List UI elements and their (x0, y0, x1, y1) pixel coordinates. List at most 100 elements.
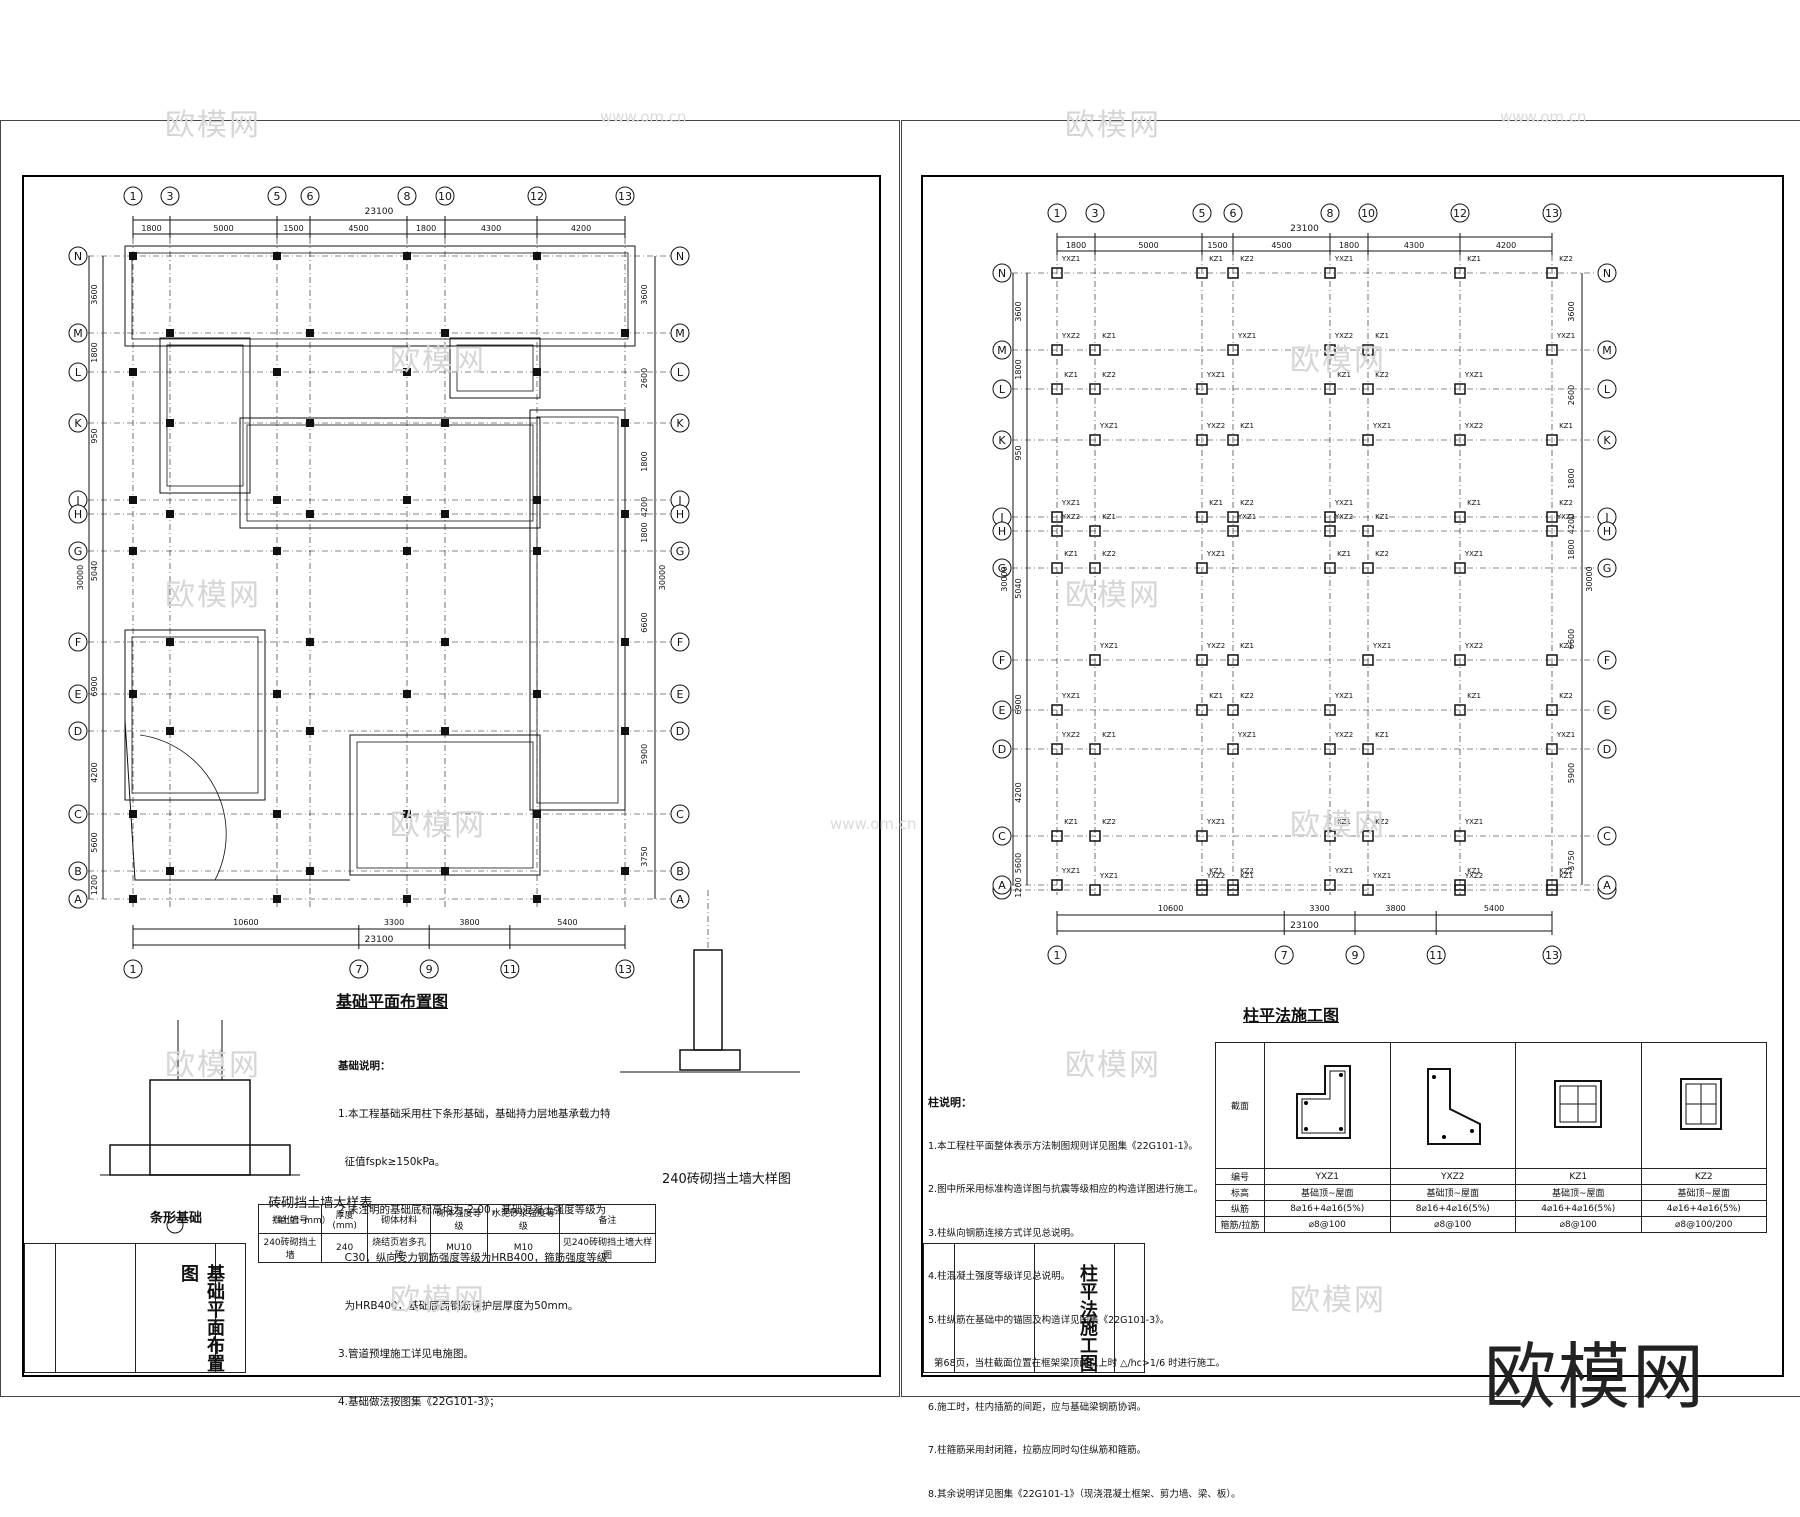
column-marker (1196, 511, 1208, 523)
foundation-strip-east-inner (536, 416, 619, 804)
table-cell: 基础顶~屋面 (1515, 1184, 1642, 1201)
column-label-text: YXZ1 (1334, 867, 1353, 875)
watermark: 欧模网 (1290, 808, 1386, 843)
top-axis-bubble (1192, 203, 1212, 223)
top-axis-bubble-label: 3 (167, 190, 174, 203)
column-label-text: KZ2 (1559, 867, 1573, 875)
right-axis-bubble (670, 541, 690, 561)
right-axis-bubble (670, 362, 690, 382)
column-label-text: YXZ1 (1334, 692, 1353, 700)
right-dimension-text: 4200 (640, 497, 649, 517)
column-marker (533, 690, 541, 698)
left-title-block: 基础平面布置图 (24, 1243, 246, 1373)
right-dimension-text: 1800 (1567, 468, 1576, 488)
column-label-text: YXZ1 (1556, 332, 1575, 340)
left-axis-bubble-label: E (999, 704, 1006, 717)
right-axis-bubble (1597, 379, 1617, 399)
column-marker (1196, 267, 1208, 279)
column-marker (1227, 434, 1239, 446)
column-marker (306, 510, 314, 518)
right-dimension-text: 3750 (640, 846, 649, 866)
table-cell: MU10 (430, 1233, 488, 1263)
column-label-text: KZ1 (1209, 867, 1223, 875)
column-marker (1196, 434, 1208, 446)
column-marker (1546, 434, 1558, 446)
right-axis-bubble-label: K (1603, 434, 1611, 447)
column-label-text: YXZ2 (1464, 872, 1483, 880)
column-marker (1089, 525, 1101, 537)
top-axis-bubble (615, 186, 635, 206)
column-label-text: YXZ1 (1464, 550, 1483, 558)
left-axis-bubble (992, 340, 1012, 360)
right-dimension-text: 6600 (640, 612, 649, 632)
top-axis-bubble (300, 186, 320, 206)
bottom-axis-bubble (1274, 945, 1294, 965)
column-marker (1362, 383, 1374, 395)
right-axis-bubble (1597, 263, 1617, 283)
right-axis-bubble (1597, 558, 1617, 578)
left-axis-bubble (992, 875, 1012, 895)
watermark: 欧模网 (165, 108, 261, 143)
total-width-text: 23100 (1290, 921, 1319, 931)
column-marker (1324, 879, 1336, 891)
column-label-text: YXZ1 (1099, 642, 1118, 650)
column-marker (441, 727, 449, 735)
bottom-axis-bubble-label: 1 (1054, 949, 1061, 962)
column-marker (273, 547, 281, 555)
table-cell: 4⌀16+4⌀16(5%) (1640, 1200, 1767, 1217)
bottom-axis-bubble (349, 959, 369, 979)
total-height-text: 30000 (1585, 566, 1594, 591)
column-marker (403, 252, 411, 260)
left-axis-bubble-label: D (74, 725, 82, 738)
column-label-text: KZ2 (1240, 692, 1254, 700)
column-label-text: KZ1 (1559, 872, 1573, 880)
top-dimension-text: 4200 (571, 224, 591, 233)
column-label-text: YXZ1 (1061, 499, 1080, 507)
retaining-wall-table: 挡土墙号 厚度(mm) 砌体材料 砌体强度等级 水泥砂浆强度等级 备注 240砖… (257, 1204, 656, 1263)
top-axis-bubble-label: 10 (1361, 207, 1375, 220)
column-label-text: YXZ2 (1464, 642, 1483, 650)
column-marker (1546, 267, 1558, 279)
foundation-strip-west-room-inner (166, 344, 244, 487)
left-axis-bubble (992, 650, 1012, 670)
table-cell: 烧结页岩多孔砖 (367, 1233, 432, 1263)
left-dimension-text: 5040 (90, 561, 99, 581)
top-axis-bubble-label: 1 (130, 190, 137, 203)
column-marker (1324, 830, 1336, 842)
bottom-axis-bubble (123, 959, 143, 979)
column-marker (166, 638, 174, 646)
top-axis-bubble-label: 10 (438, 190, 452, 203)
column-label-text: KZ1 (1375, 513, 1389, 521)
column-marker (1362, 344, 1374, 356)
foundation-strip-mid (239, 417, 541, 529)
left-axis-bubble (992, 430, 1012, 450)
column-label-text: KZ1 (1467, 692, 1481, 700)
foundation-note-line: 征值fspk≥150kPa。 (338, 1156, 446, 1168)
column-label-text: YXZ2 (1061, 332, 1080, 340)
column-note-line: 第68页，当柱截面位置在框架梁顶面以上时 △/hc>1/6 时进行施工。 (928, 1358, 1226, 1369)
column-marker (1324, 562, 1336, 574)
watermark: 欧模网 (390, 1283, 486, 1318)
column-label-text: YXZ2 (1334, 513, 1353, 521)
column-marker (273, 810, 281, 818)
column-marker (129, 690, 137, 698)
left-dimension-text: 6900 (1014, 694, 1023, 714)
left-dimension-text: 3600 (1014, 301, 1023, 321)
foundation-note-line: 4.基础做法按图集《22G101-3》； (338, 1396, 500, 1408)
right-axis-bubble (670, 861, 690, 881)
top-dimension-text: 5000 (213, 224, 233, 233)
left-dimension-text: 5040 (1014, 578, 1023, 598)
column-marker (166, 419, 174, 427)
column-label-text: KZ2 (1102, 550, 1116, 558)
column-label-text: YXZ1 (1099, 872, 1118, 880)
column-label-text: YXZ1 (1237, 731, 1256, 739)
column-marker (1051, 879, 1063, 891)
column-marker (166, 727, 174, 735)
column-label-text: KZ2 (1240, 867, 1254, 875)
column-marker (273, 895, 281, 903)
left-axis-bubble-label: F (75, 636, 81, 649)
foundation-strip-north (124, 245, 636, 347)
left-axis-bubble-label: C (74, 808, 82, 821)
column-marker (129, 252, 137, 260)
right-dimension-text: 5900 (1567, 763, 1576, 783)
